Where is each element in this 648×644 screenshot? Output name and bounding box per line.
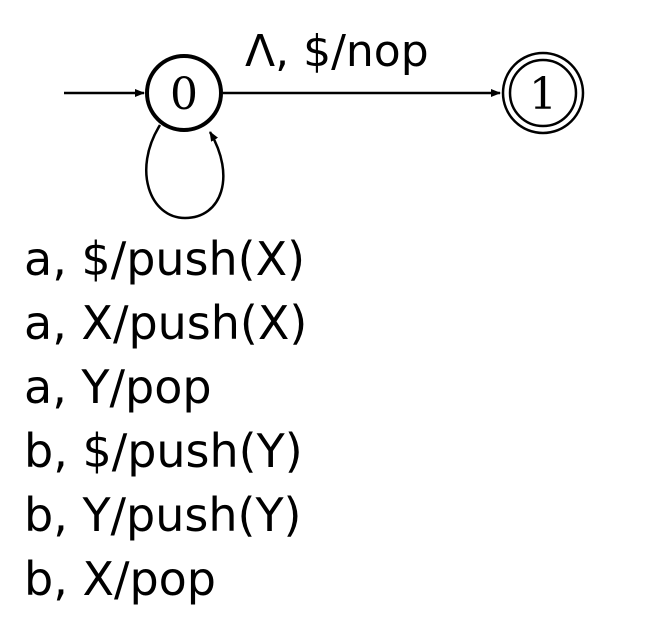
loop-label-line: b, X/pop (24, 552, 216, 606)
state-1-label: 1 (529, 69, 557, 120)
loop-label-line: b, $/push(Y) (24, 424, 303, 478)
state-0-circle (145, 54, 223, 132)
self-loop-0 (145, 124, 225, 220)
loop-label-line: a, $/push(X) (24, 232, 305, 286)
loop-label-line: b, Y/push(Y) (24, 488, 302, 542)
state-1: 1 (501, 51, 585, 135)
loop-label-line: a, Y/pop (24, 360, 212, 414)
edge-0-to-1-label: Λ, $/nop (245, 26, 429, 77)
state-0-label: 0 (170, 69, 198, 120)
self-loop-0-labels: a, $/push(X) a, X/push(X) a, Y/pop b, $/… (24, 232, 307, 606)
loop-label-line: a, X/push(X) (24, 296, 307, 350)
state-1-inner-circle (508, 58, 578, 128)
state-1-outer-circle (501, 51, 585, 135)
state-0: 0 (145, 54, 223, 132)
